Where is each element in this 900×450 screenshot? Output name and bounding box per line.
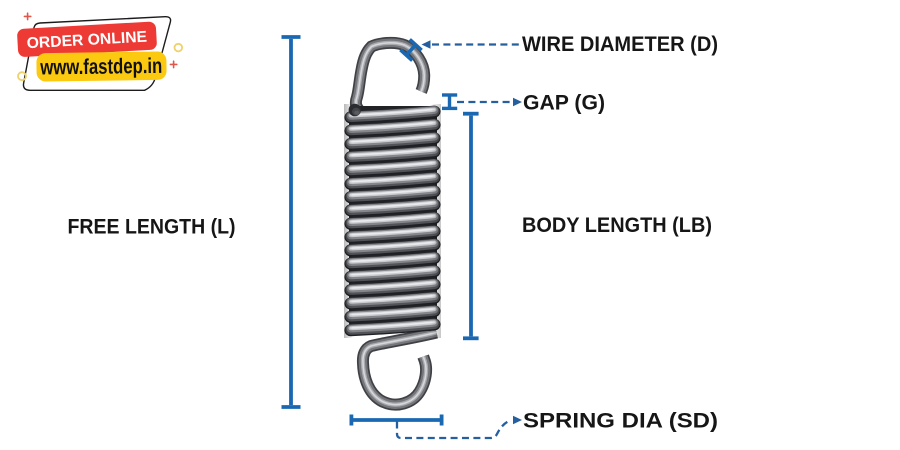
svg-text:WIRE DIAMETER (D): WIRE DIAMETER (D) bbox=[522, 32, 718, 56]
svg-text:ORDER ONLINE: ORDER ONLINE bbox=[26, 29, 147, 53]
svg-text:FREE LENGTH (L): FREE LENGTH (L) bbox=[68, 215, 236, 239]
svg-text:SPRING DIA (SD): SPRING DIA (SD) bbox=[523, 409, 718, 433]
svg-text:www.fastdep.in: www.fastdep.in bbox=[39, 54, 162, 80]
svg-text:BODY LENGTH (LB): BODY LENGTH (LB) bbox=[522, 213, 712, 237]
svg-text:GAP (G): GAP (G) bbox=[523, 91, 605, 115]
